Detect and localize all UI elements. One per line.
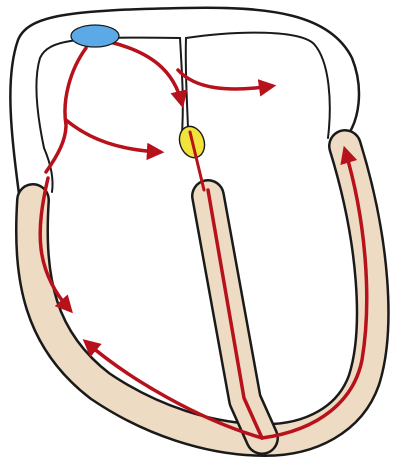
heart-outline-icon — [10, 8, 359, 202]
sa-node-icon — [71, 25, 119, 47]
atrial-branch-arrow — [66, 120, 160, 152]
bachmann-bundle-arrow — [178, 70, 272, 89]
internodal-arrow-to-av — [110, 42, 182, 104]
sa-to-atrial-wall-arrow — [46, 48, 86, 172]
right-atrium-inner-outline — [37, 38, 183, 148]
